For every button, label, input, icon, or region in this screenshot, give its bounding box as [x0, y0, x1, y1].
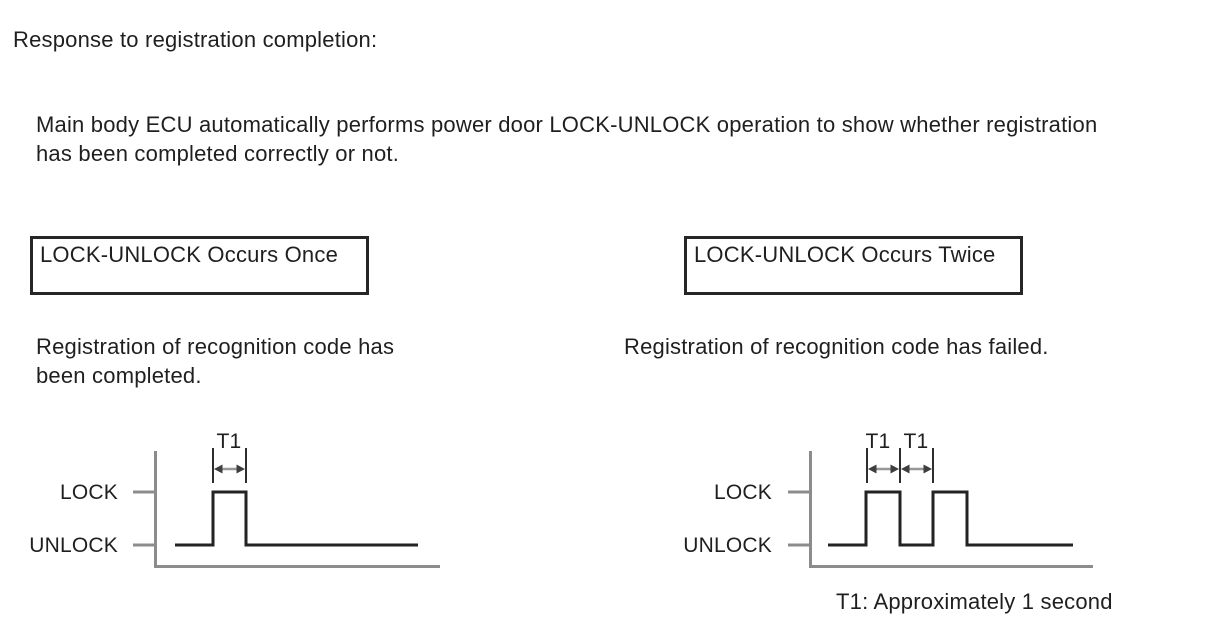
timing-diagram-twice: T1 T1 LOCK UNLOCK: [683, 430, 1093, 568]
caption-completed: Registration of recognition code has bee…: [36, 332, 394, 390]
caption-completed-line-2: been completed.: [36, 363, 202, 388]
caption-failed-line-1: Registration of recognition code has fai…: [624, 334, 1049, 359]
t1-arrowhead-middle-left: [890, 464, 899, 474]
caption-failed: Registration of recognition code has fai…: [624, 332, 1049, 361]
description-line-2: has been completed correctly or not.: [36, 141, 400, 166]
t1-dimension-label: T1: [217, 430, 242, 453]
lock-unlock-twice-box: LOCK-UNLOCK Occurs Twice: [684, 236, 1023, 295]
t1-arrowhead-left: [868, 464, 877, 474]
description-line-1: Main body ECU automatically performs pow…: [36, 112, 1098, 137]
t1-footnote: T1: Approximately 1 second: [836, 589, 1113, 614]
lock-unlock-twice-label: LOCK-UNLOCK Occurs Twice: [694, 242, 996, 267]
t1-arrowhead-middle-right: [901, 464, 910, 474]
timing-diagram-once: T1 LOCK UNLOCK: [29, 430, 440, 568]
description: Main body ECU automatically performs pow…: [36, 110, 1097, 168]
t1-dimension-label-second: T1: [904, 430, 929, 453]
unlock-axis-label: UNLOCK: [683, 534, 772, 557]
lock-axis-label: LOCK: [60, 481, 118, 504]
waveform-trace-twice: [828, 490, 1073, 547]
page-title: Response to registration completion:: [13, 27, 378, 52]
lock-unlock-once-label: LOCK-UNLOCK Occurs Once: [40, 242, 339, 267]
unlock-axis-label: UNLOCK: [29, 534, 118, 557]
lock-unlock-once-box: LOCK-UNLOCK Occurs Once: [30, 236, 369, 295]
t1-arrowhead-right: [236, 464, 245, 474]
t1-arrowhead-right: [923, 464, 932, 474]
t1-arrowhead-left: [214, 464, 223, 474]
t1-dimension-label-first: T1: [866, 430, 891, 453]
caption-completed-line-1: Registration of recognition code has: [36, 334, 395, 359]
waveform-trace-once: [175, 490, 418, 547]
lock-axis-label: LOCK: [714, 481, 772, 504]
